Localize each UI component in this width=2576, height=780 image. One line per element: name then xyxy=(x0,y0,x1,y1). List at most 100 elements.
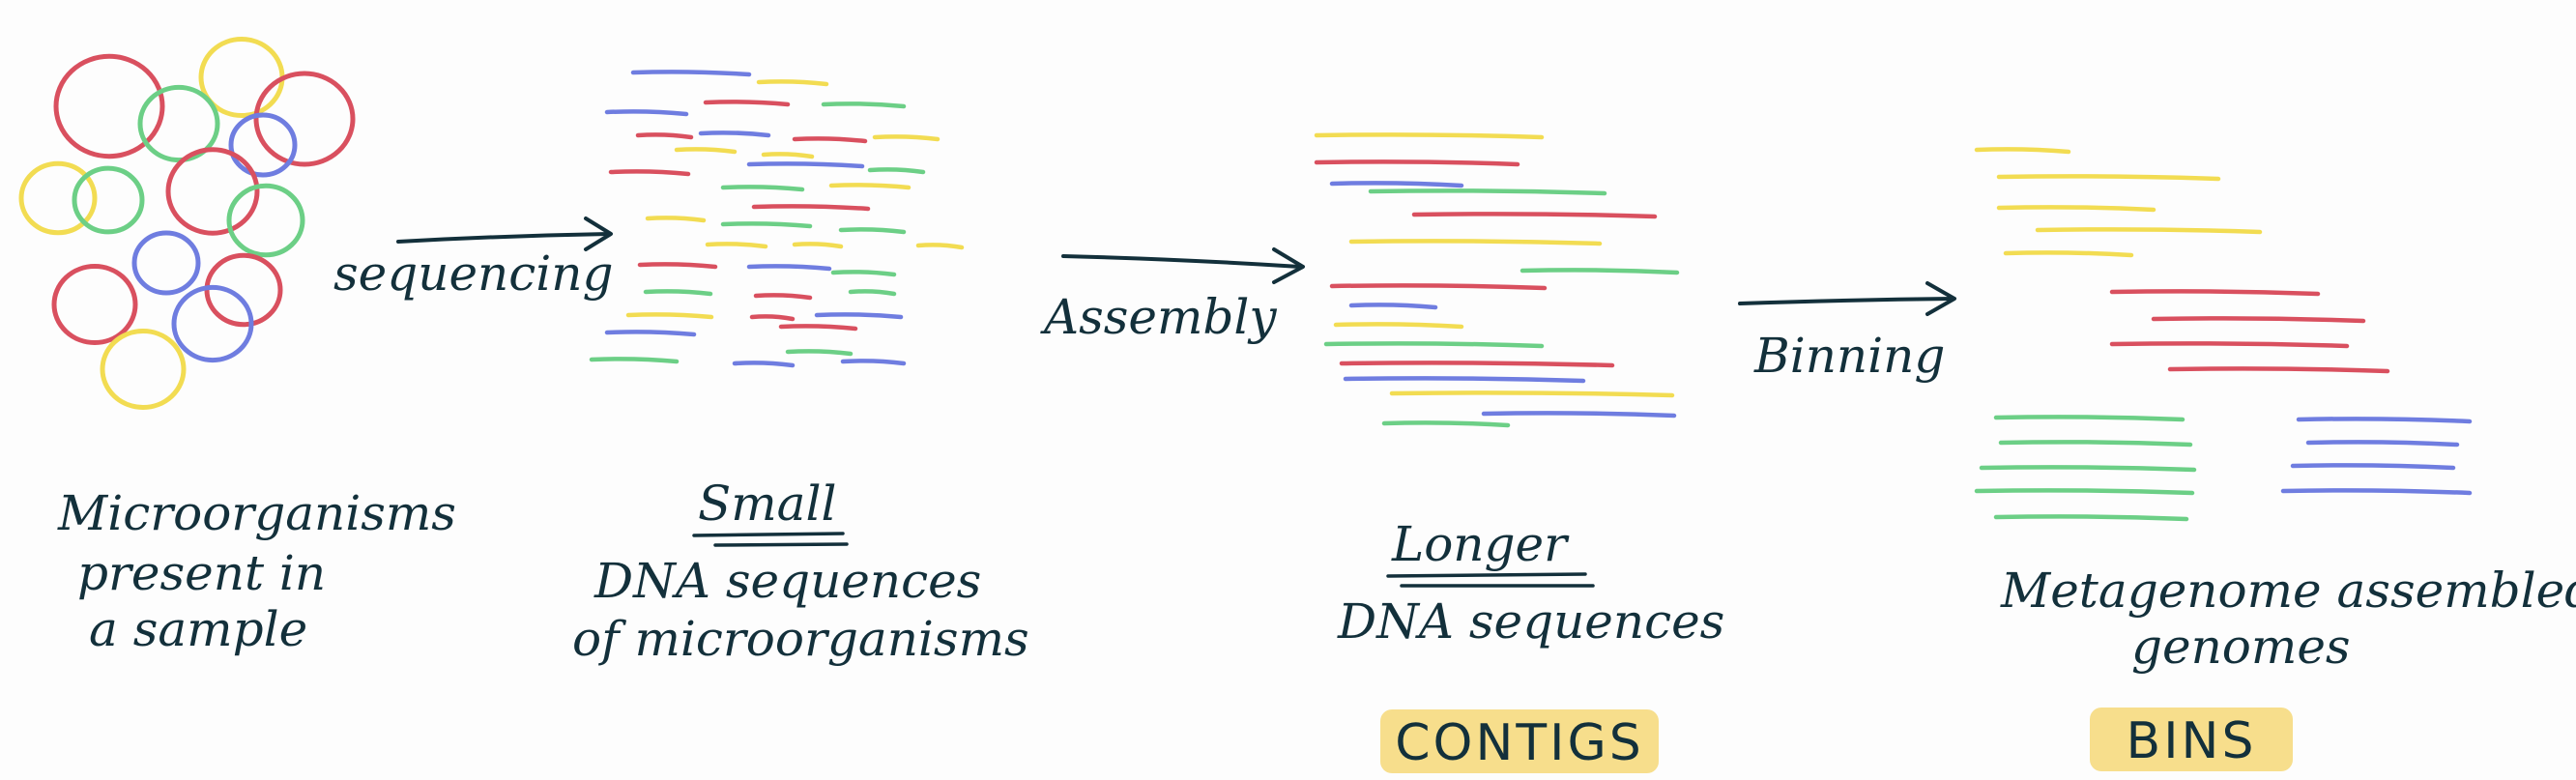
contig xyxy=(1381,420,1511,428)
step-label-assembly: Assembly xyxy=(1040,289,1277,345)
caption-emphasis: Longer xyxy=(1391,516,1570,572)
dna-read xyxy=(751,204,871,212)
contig xyxy=(1368,188,1607,196)
dna-read xyxy=(705,242,768,249)
microorganism-cell xyxy=(72,165,145,235)
dna-read xyxy=(635,132,694,140)
microorganism-cell xyxy=(51,264,138,345)
dna-read xyxy=(792,136,868,144)
dna-read xyxy=(703,100,791,107)
dna-read xyxy=(848,289,897,297)
dna-read xyxy=(785,349,854,357)
contig xyxy=(1314,132,1545,140)
short-dna-reads xyxy=(589,70,965,368)
contig xyxy=(1323,341,1545,349)
dna-read xyxy=(746,264,832,272)
contig xyxy=(1329,283,1548,291)
dna-read xyxy=(821,101,907,109)
dna-read xyxy=(604,109,689,117)
binned-contig xyxy=(2290,463,2456,471)
contig xyxy=(1389,390,1675,398)
dna-read xyxy=(756,79,829,87)
dna-read xyxy=(720,221,813,229)
dna-read xyxy=(720,185,805,192)
caption-longer-dna: Longer DNA sequences xyxy=(1337,516,1724,650)
contigs-badge: CONTIGS xyxy=(1380,709,1659,773)
contig xyxy=(1411,212,1658,219)
dna-read xyxy=(625,312,714,320)
dna-read xyxy=(749,314,796,322)
caption-line: DNA sequences xyxy=(1337,593,1724,650)
caption-line: of microorganisms xyxy=(572,611,1029,667)
dna-read xyxy=(828,183,912,190)
binned-contig xyxy=(1974,488,2195,496)
contig xyxy=(1333,322,1464,330)
step-label-binning: Binning xyxy=(1753,328,1945,384)
contig xyxy=(1329,181,1464,188)
dna-read xyxy=(732,361,796,368)
binned-contig xyxy=(2151,316,2366,324)
binned-contig xyxy=(2109,341,2350,349)
caption-line: present in xyxy=(77,545,326,601)
dna-read xyxy=(637,262,718,270)
microorganism-cell xyxy=(131,230,201,296)
dna-read xyxy=(589,357,680,364)
contig xyxy=(1481,411,1677,419)
caption-line: Microorganisms xyxy=(57,485,456,541)
dna-read xyxy=(645,216,707,223)
microorganism-cells xyxy=(18,37,356,410)
emphasis-underline xyxy=(713,542,849,547)
binned-contig xyxy=(1974,147,2071,155)
microorganism-cell xyxy=(165,147,260,236)
bins-badge: BINS xyxy=(2090,708,2293,771)
caption-emphasis: Small xyxy=(698,476,836,532)
binned-contig xyxy=(2003,250,2134,258)
badge-label: CONTIGS xyxy=(1395,714,1644,772)
caption-line: a sample xyxy=(89,601,307,657)
binned-contig xyxy=(2305,440,2460,448)
microorganism-cell xyxy=(100,329,187,410)
microorganism-cell xyxy=(171,284,254,363)
dna-read xyxy=(643,289,713,297)
contig xyxy=(1520,268,1680,275)
binned-contig xyxy=(2280,488,2473,496)
contig xyxy=(1343,376,1586,384)
caption-microorganisms: Microorganisms present in a sample xyxy=(57,485,456,657)
binned-sequences xyxy=(1974,147,2473,522)
emphasis-underline xyxy=(692,532,845,537)
caption-small-dna: Small DNA sequences of microorganisms xyxy=(572,476,1029,667)
microorganism-cell xyxy=(226,183,305,258)
dna-read xyxy=(840,359,907,366)
binned-contig xyxy=(2035,227,2263,235)
dna-read xyxy=(867,167,926,175)
dna-read xyxy=(792,242,844,249)
contig-sequences xyxy=(1314,132,1680,428)
microorganism-cell xyxy=(228,112,298,178)
caption-line: genomes xyxy=(2131,619,2351,675)
sequencing-arrow xyxy=(396,217,613,251)
binned-contig xyxy=(1998,440,2193,448)
dna-read xyxy=(630,70,752,77)
binned-contig xyxy=(2109,289,2321,297)
assembly-arrow xyxy=(1061,247,1305,284)
emphasis-underline xyxy=(1386,572,1587,578)
microorganism-cell xyxy=(53,53,165,159)
dna-read xyxy=(604,330,697,337)
dna-read xyxy=(915,243,965,250)
contig xyxy=(1348,303,1438,310)
microorganism-cell xyxy=(18,160,98,236)
dna-read xyxy=(814,312,904,320)
dna-read xyxy=(746,161,865,169)
dna-read xyxy=(838,227,907,235)
binned-contig xyxy=(2296,417,2473,424)
binned-contig xyxy=(1979,465,2197,473)
dna-read xyxy=(761,152,815,159)
dna-read xyxy=(753,293,813,301)
caption-line: DNA sequences xyxy=(593,553,981,609)
dna-read xyxy=(830,270,897,277)
binned-contig xyxy=(1996,174,2221,182)
caption-line: Metagenome assembled xyxy=(2000,563,2576,619)
contig xyxy=(1348,239,1603,246)
contig xyxy=(1314,159,1520,167)
